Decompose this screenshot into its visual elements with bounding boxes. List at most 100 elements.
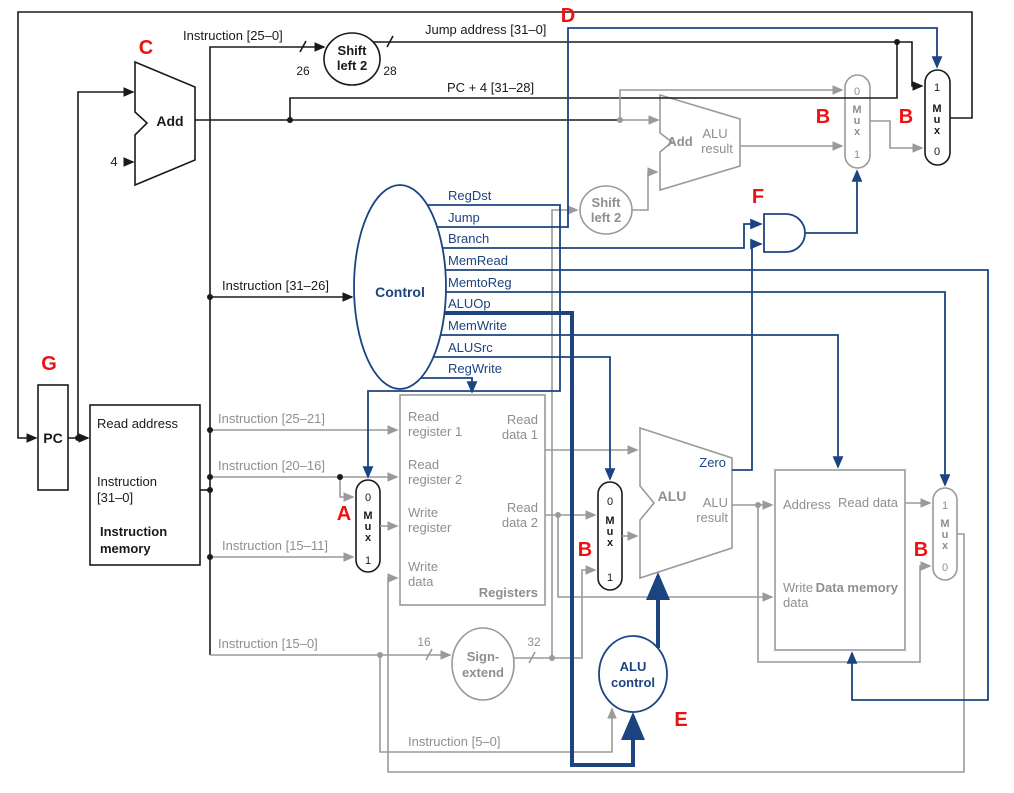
wire-alusrc: [433, 356, 616, 481]
branch-mux-x: x: [854, 126, 861, 138]
dot: [75, 435, 81, 441]
junction-dots: [75, 39, 900, 661]
dot: [207, 427, 213, 433]
dmem-read-data: Read data: [838, 495, 899, 510]
marker-f: F: [752, 186, 764, 208]
control-oval: [353, 184, 447, 390]
reg-wd-line2: data: [408, 574, 434, 589]
memtoreg-mux-1: 1: [942, 500, 948, 512]
dot: [207, 474, 213, 480]
signal-jump: Jump: [448, 210, 480, 225]
jump-mux-m: M: [932, 103, 941, 115]
dot: [287, 117, 293, 123]
label-26: 26: [296, 64, 310, 78]
dmem-address: Address: [783, 497, 831, 512]
instruction-memory-box: [89, 404, 201, 566]
wire-instr-20-16-mux: [339, 477, 355, 502]
branch-adder-result: result: [701, 141, 733, 156]
reg-wd-line1: Write: [408, 559, 438, 574]
memtoreg-mux-x: x: [942, 540, 949, 552]
labels: Instruction [25–0] Shift left 2 26 28 Ju…: [41, 5, 949, 749]
wire-memtoreg: [446, 291, 951, 487]
dot: [894, 39, 900, 45]
dot: [555, 512, 561, 518]
jump-mux-1: 1: [934, 82, 940, 94]
marker-e: E: [674, 709, 687, 731]
dot: [207, 294, 213, 300]
dot: [617, 117, 623, 123]
reg-rr2-line1: Read: [408, 457, 439, 472]
hash-16: [425, 648, 433, 661]
marker-b-branchmux: B: [816, 106, 830, 128]
wire-alu-result-mux: [757, 505, 932, 663]
shift-left2-jump-line2: left 2: [337, 58, 367, 73]
reg-rr1-line2: register 1: [408, 424, 462, 439]
wires-black: [17, 11, 973, 655]
regdst-mux-m: M: [363, 510, 372, 522]
marker-b-alusrcmux: B: [578, 539, 592, 561]
signal-regwrite: RegWrite: [448, 361, 502, 376]
branch-adder-shape: [659, 93, 741, 192]
signal-alusrc: ALUSrc: [448, 340, 493, 355]
alusrc-mux-x: x: [607, 537, 614, 549]
label-16: 16: [417, 635, 431, 649]
signal-memtoreg: MemtoReg: [448, 275, 512, 290]
label-28: 28: [383, 64, 397, 78]
pc-label: PC: [43, 430, 62, 446]
wire-zero: [732, 238, 763, 471]
wire-memread: [445, 269, 989, 701]
signext-line2: extend: [462, 665, 504, 680]
signext-line1: Sign-: [467, 649, 500, 664]
wire-aluop: [444, 311, 645, 767]
reg-wr-line1: Write: [408, 505, 438, 520]
dot: [377, 652, 383, 658]
shift-left2-branch-line2: left 2: [591, 210, 621, 225]
imem-read-address: Read address: [97, 416, 178, 431]
wire-jumpmux-to-pc: [17, 11, 973, 443]
regdst-mux-x: x: [365, 532, 372, 544]
wire-and-out: [805, 169, 863, 234]
dot: [755, 502, 761, 508]
wire-instr-5-0: [379, 655, 617, 753]
shift-left-2-jump-oval: [323, 32, 381, 86]
wire-branch: [442, 218, 763, 249]
wire-instruction-bus: [209, 42, 326, 655]
alusrc-mux-0: 0: [607, 496, 613, 508]
label-instr-25-0: Instruction [25–0]: [183, 28, 283, 43]
reg-rr2-line2: register 2: [408, 472, 462, 487]
imem-out-line2: [31–0]: [97, 490, 133, 505]
reg-rd1-line1: Read: [507, 412, 538, 427]
wire-regdst: [362, 204, 561, 479]
label-instr-20-16: Instruction [20–16]: [218, 458, 325, 473]
dot: [337, 474, 343, 480]
marker-a: A: [337, 503, 351, 525]
signal-memwrite: MemWrite: [448, 318, 507, 333]
reg-rr1-line1: Read: [408, 409, 439, 424]
alusrc-mux-u: u: [607, 526, 614, 538]
dot: [207, 487, 213, 493]
wire-jump: [437, 27, 943, 228]
components: [37, 32, 958, 713]
jump-mux-x: x: [934, 125, 941, 137]
label-jump-address: Jump address [31–0]: [425, 22, 546, 37]
marker-b-jumpmux: B: [899, 106, 913, 128]
hash-28: [386, 35, 394, 48]
alusrc-mux-1: 1: [607, 572, 613, 584]
alu-zero: Zero: [699, 455, 726, 470]
pc-adder-shape: [134, 60, 196, 187]
hash-26: [299, 40, 307, 53]
dmem-title: Data memory: [816, 580, 899, 595]
memtoreg-mux-0: 0: [942, 562, 948, 574]
alucontrol-line1: ALU: [620, 659, 647, 674]
memtoreg-mux-u: u: [942, 529, 949, 541]
marker-c: C: [139, 37, 153, 59]
wire-pc4-branchmux: [619, 85, 844, 120]
reg-rd2-line1: Read: [507, 500, 538, 515]
alusrc-mux-m: M: [605, 515, 614, 527]
label-pc4-31-28: PC + 4 [31–28]: [447, 80, 534, 95]
label-instr-15-11: Instruction [15–11]: [222, 538, 328, 553]
alu-shape: [639, 426, 733, 580]
signal-memread: MemRead: [448, 253, 508, 268]
